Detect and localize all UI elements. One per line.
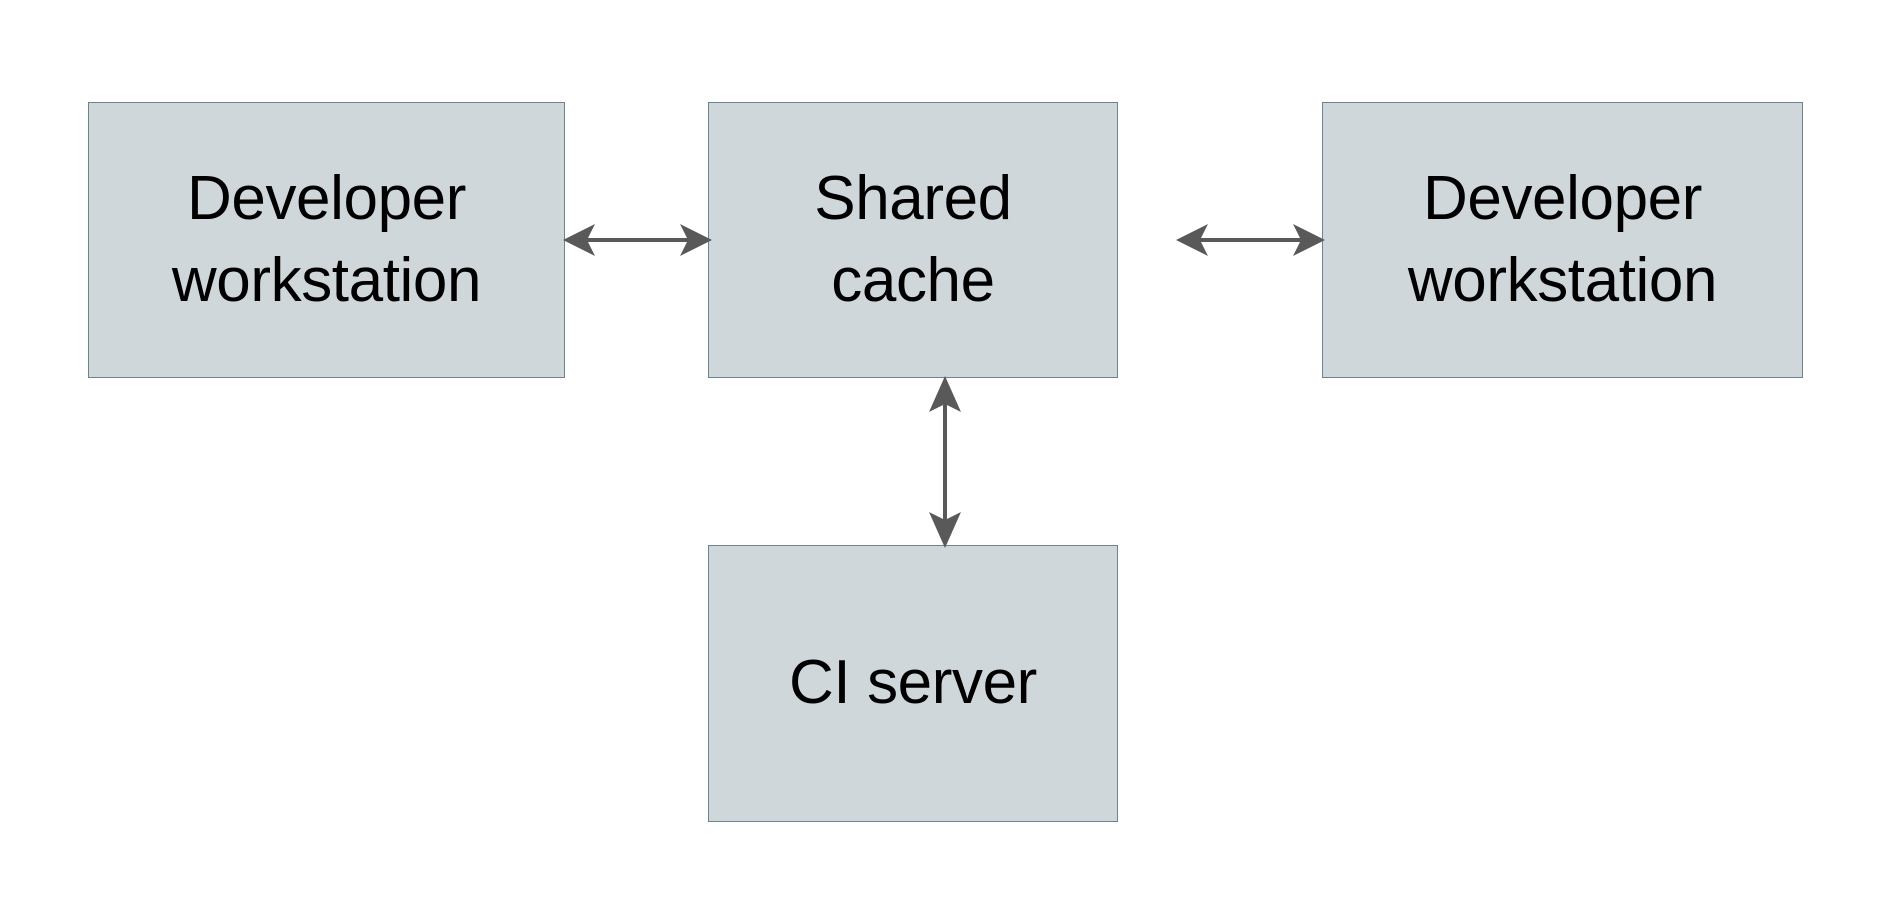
node-developer-workstation-right[interactable]: Developer workstation (1322, 102, 1803, 378)
node-label: CI server (789, 648, 1037, 718)
connector-shared-cache-to-ci-server[interactable] (915, 372, 975, 552)
node-label: Shared cache (814, 163, 1012, 315)
node-label: Developer workstation (1407, 163, 1718, 315)
connector-shared-cache-to-dev-right[interactable] (1113, 210, 1328, 270)
double-arrow-icon (1176, 224, 1325, 256)
node-developer-workstation-left[interactable]: Developer workstation (88, 102, 565, 378)
double-arrow-icon (929, 376, 961, 548)
node-label: Developer workstation (171, 163, 482, 315)
node-shared-cache[interactable]: Shared cache (708, 102, 1118, 378)
double-arrow-icon (563, 224, 712, 256)
node-ci-server[interactable]: CI server (708, 545, 1118, 822)
connector-dev-left-to-shared-cache[interactable] (560, 210, 715, 270)
